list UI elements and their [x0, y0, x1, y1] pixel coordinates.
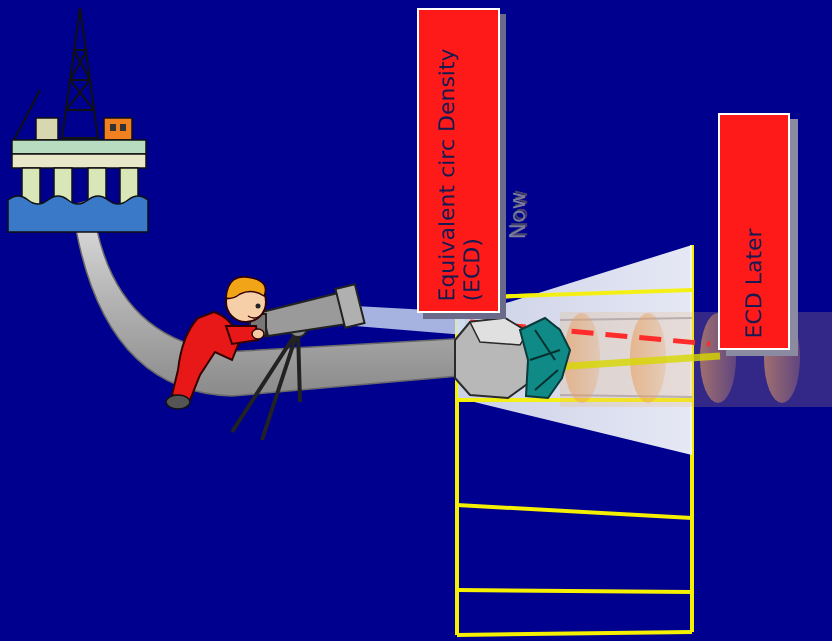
box-label: Equivalent circ Density (ECD): [433, 20, 484, 301]
ecd-box: ECD Later: [718, 113, 790, 350]
box-label: ECD Later: [741, 125, 766, 338]
boy-observer: [166, 277, 266, 409]
time-label: Now: [505, 191, 530, 239]
offshore-platform: [8, 8, 148, 232]
ecd-box: Equivalent circ Density (ECD): [417, 8, 500, 313]
drill-bit: [455, 318, 570, 398]
